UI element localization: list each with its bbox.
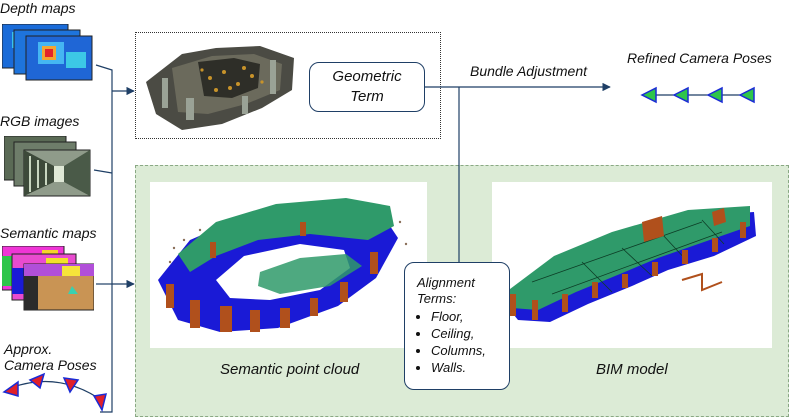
rgb-connector [93, 169, 113, 174]
point-cloud-thumbnail [142, 38, 302, 134]
approx-poses-label-line2: Camera Poses [4, 357, 97, 373]
approx-poses-label-line1: Approx. [4, 341, 53, 357]
approx-camera-poses-icon [2, 372, 108, 412]
alignment-term-columns: Columns, [431, 343, 509, 359]
rgb-image-thumbnails [4, 136, 92, 198]
semantic-map-thumbnails [2, 246, 94, 312]
alignment-title-line1: Alignment [417, 275, 475, 290]
geometric-term-box: Geometric Term [309, 62, 425, 112]
alignment-terms-list: Floor, Ceiling, Columns, Walls. [417, 309, 509, 376]
bim-model-view [492, 182, 772, 348]
alignment-term-floor: Floor, [431, 309, 509, 325]
refined-camera-poses-icon [640, 86, 755, 104]
bundle-adjustment-label: Bundle Adjustment [470, 63, 587, 79]
semantic-point-cloud-view [150, 182, 427, 348]
collector-line [95, 64, 113, 413]
semantic-maps-label: Semantic maps [0, 225, 97, 241]
geometric-input-box [135, 32, 441, 139]
depth-maps-label: Depth maps [0, 0, 76, 16]
geometric-term-line1: Geometric [332, 68, 402, 85]
depth-map-thumbnails [2, 24, 94, 82]
refined-poses-label: Refined Camera Poses [627, 50, 772, 66]
geometric-term-line2: Term [350, 88, 384, 105]
alignment-title-line2: Terms: [417, 291, 457, 306]
rgb-images-label: RGB images [0, 113, 80, 129]
alignment-term-ceiling: Ceiling, [431, 326, 509, 342]
bim-model-caption: BIM model [596, 361, 668, 378]
alignment-terms-box: Alignment Terms: Floor, Ceiling, Columns… [404, 262, 510, 390]
alignment-term-walls: Walls. [431, 360, 509, 376]
semantic-point-cloud-caption: Semantic point cloud [220, 361, 360, 378]
